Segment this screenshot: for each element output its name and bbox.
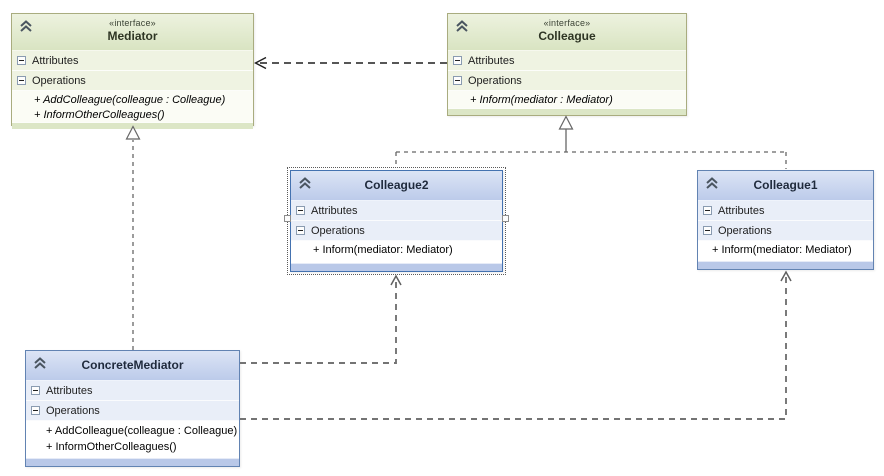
box-footer [26, 458, 239, 466]
expander-minus-icon[interactable] [296, 206, 305, 215]
box-footer [448, 108, 686, 115]
operations-label: Operations [32, 74, 86, 87]
collapse-chevron-icon[interactable] [455, 20, 469, 33]
attributes-row[interactable]: Attributes [26, 381, 239, 401]
class-box-mediator[interactable]: «interface» Mediator Attributes Operatio… [11, 13, 254, 129]
methods-list: + Inform(mediator: Mediator) [291, 241, 502, 263]
class-box-colleague2[interactable]: Colleague2 Attributes Operations + Infor… [284, 167, 509, 275]
expander-minus-icon[interactable] [31, 386, 40, 395]
attributes-label: Attributes [46, 384, 93, 397]
class-name: Colleague2 [364, 178, 429, 192]
methods-list: + AddColleague(colleague : Colleague) + … [26, 421, 239, 458]
class-name: Colleague1 [753, 178, 818, 192]
expander-minus-icon[interactable] [703, 226, 712, 235]
expander-minus-icon[interactable] [453, 76, 462, 85]
class-name: ConcreteMediator [81, 358, 184, 372]
operations-row[interactable]: Operations [12, 71, 253, 91]
realization-colleagues-to-colleague[interactable] [395, 115, 787, 170]
stereotype-label: «interface» [109, 18, 156, 28]
expander-minus-icon[interactable] [453, 56, 462, 65]
method-item[interactable]: + Inform(mediator: Mediator) [712, 244, 852, 256]
operations-label: Operations [311, 224, 365, 237]
operations-row[interactable]: Operations [26, 401, 239, 421]
box-footer [291, 263, 502, 271]
selection-handle-right[interactable] [502, 215, 509, 222]
hollow-triangle-icon [558, 115, 574, 130]
class-header: ConcreteMediator [26, 351, 239, 381]
box-footer [12, 122, 253, 129]
method-item[interactable]: + InformOtherColleagues() [46, 441, 177, 453]
attributes-label: Attributes [468, 54, 515, 67]
operations-row[interactable]: Operations [448, 71, 686, 91]
method-item[interactable]: + AddColleague(colleague : Colleague) [46, 425, 238, 437]
attributes-row[interactable]: Attributes [448, 51, 686, 71]
collapse-chevron-icon[interactable] [298, 177, 312, 190]
realization-concretemediator-to-mediator[interactable] [125, 125, 141, 351]
dependency-colleague-to-mediator[interactable] [253, 56, 448, 70]
methods-list: + Inform(mediator : Mediator) [448, 91, 686, 108]
method-item[interactable]: + InformOtherColleagues() [34, 108, 165, 121]
selection-handle-left[interactable] [284, 215, 291, 222]
attributes-label: Attributes [32, 54, 79, 67]
collapse-chevron-icon[interactable] [33, 357, 47, 370]
method-item[interactable]: + Inform(mediator : Mediator) [470, 94, 613, 106]
attributes-label: Attributes [311, 204, 358, 217]
methods-list: + Inform(mediator: Mediator) [698, 241, 873, 261]
expander-minus-icon[interactable] [296, 226, 305, 235]
dependency-concretemediator-to-colleague1[interactable] [240, 270, 792, 420]
expander-minus-icon[interactable] [17, 76, 26, 85]
class-box-colleague[interactable]: «interface» Colleague Attributes Operati… [447, 13, 687, 116]
expander-minus-icon[interactable] [31, 406, 40, 415]
class-header: «interface» Mediator [12, 14, 253, 51]
class-box-colleague1[interactable]: Colleague1 Attributes Operations + Infor… [697, 170, 874, 270]
collapse-chevron-icon[interactable] [19, 20, 33, 33]
class-header: «interface» Colleague [448, 14, 686, 51]
class-header: Colleague2 [291, 171, 502, 201]
operations-row[interactable]: Operations [698, 221, 873, 241]
operations-label: Operations [46, 404, 100, 417]
methods-list: + AddColleague(colleague : Colleague) + … [12, 91, 253, 122]
method-item[interactable]: + Inform(mediator: Mediator) [313, 244, 453, 256]
method-item[interactable]: + AddColleague(colleague : Colleague) [34, 94, 226, 106]
stereotype-label: «interface» [543, 18, 591, 28]
attributes-row[interactable]: Attributes [698, 201, 873, 221]
class-header: Colleague1 [698, 171, 873, 201]
class-name: Mediator [107, 29, 158, 43]
operations-row[interactable]: Operations [291, 221, 502, 241]
expander-minus-icon[interactable] [17, 56, 26, 65]
operations-label: Operations [468, 74, 522, 87]
attributes-row[interactable]: Attributes [12, 51, 253, 71]
operations-label: Operations [718, 224, 772, 237]
class-name: Colleague [538, 29, 596, 43]
attributes-row[interactable]: Attributes [291, 201, 502, 221]
expander-minus-icon[interactable] [703, 206, 712, 215]
attributes-label: Attributes [718, 204, 765, 217]
box-footer [698, 261, 873, 269]
dependency-concretemediator-to-colleague2[interactable] [240, 274, 402, 364]
class-box-concretemediator[interactable]: ConcreteMediator Attributes Operations +… [25, 350, 240, 467]
collapse-chevron-icon[interactable] [705, 177, 719, 190]
